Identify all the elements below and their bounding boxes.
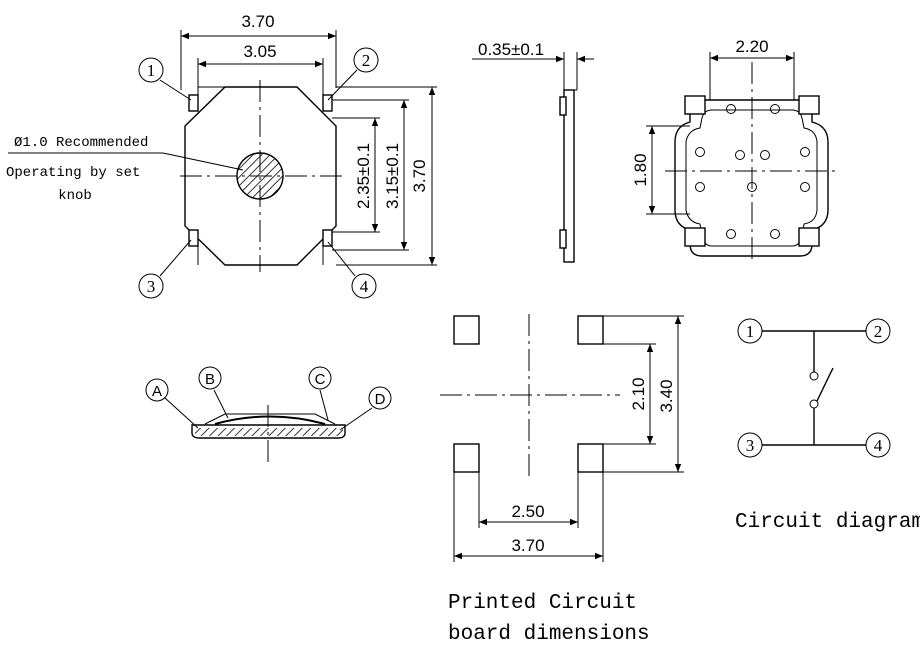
pin-label-2: 2 [362, 51, 371, 70]
bottom-holes [695, 104, 810, 239]
dim-height-a: 2.35±0.1 [354, 143, 373, 209]
switch-body [184, 86, 337, 266]
circuit-pin-2: 2 [874, 322, 883, 341]
section-label-a: A [152, 383, 162, 400]
pin-label-4: 4 [360, 277, 369, 296]
dim-height-c: 3.70 [410, 159, 429, 192]
dim-width-inner: 3.05 [243, 42, 276, 61]
pcb-pad-bl [453, 443, 480, 473]
pcb-layout: 3.40 2.10 2.50 3.70 Printed Circuit boar… [440, 314, 684, 646]
circuit-pin-1: 1 [746, 322, 755, 341]
section-view: A B C D [145, 366, 392, 462]
pcb-caption-line1: Printed Circuit [448, 592, 637, 615]
dim-pcb-outer-width: 3.70 [511, 536, 544, 555]
knob-note-line2: Operating by set [6, 165, 140, 181]
dim-pcb-inner-height: 2.10 [629, 377, 648, 410]
dim-pcb-outer-height: 3.40 [657, 379, 676, 412]
dim-pcb-inner-width: 2.50 [511, 502, 544, 521]
section-label-c: C [315, 371, 326, 388]
bottom-view: 2.20 1.80 [631, 37, 840, 262]
dim-width-outer: 3.70 [241, 12, 274, 31]
pcb-pad-tr [577, 315, 604, 345]
knob-note-line1: Ø1.0 Recommended [14, 135, 148, 151]
dim-thickness: 0.35±0.1 [478, 40, 544, 59]
pin-label-1: 1 [147, 61, 156, 80]
circuit-caption: Circuit diagram [735, 511, 920, 534]
dim-bottom-width: 2.20 [735, 37, 768, 56]
knob-note-line3: knob [58, 188, 92, 204]
pin-label-3: 3 [147, 277, 156, 296]
section-label-d: D [375, 391, 386, 408]
pcb-pad-tl [453, 315, 480, 345]
pcb-pad-br [577, 443, 604, 473]
section-label-b: B [205, 371, 215, 388]
circuit-diagram: 1 2 3 4 Circuit diagram [735, 318, 920, 534]
pcb-caption-line2: board dimensions [448, 623, 650, 646]
top-view: 3.70 3.05 3.70 3.15±0.1 2.35±0.1 1 2 3 4 [6, 12, 437, 299]
dim-bottom-height: 1.80 [631, 153, 650, 186]
side-view: 0.35±0.1 [472, 40, 594, 263]
dim-height-b: 3.15±0.1 [383, 143, 402, 209]
circuit-pin-3: 3 [746, 436, 755, 455]
circuit-pin-4: 4 [874, 436, 883, 455]
